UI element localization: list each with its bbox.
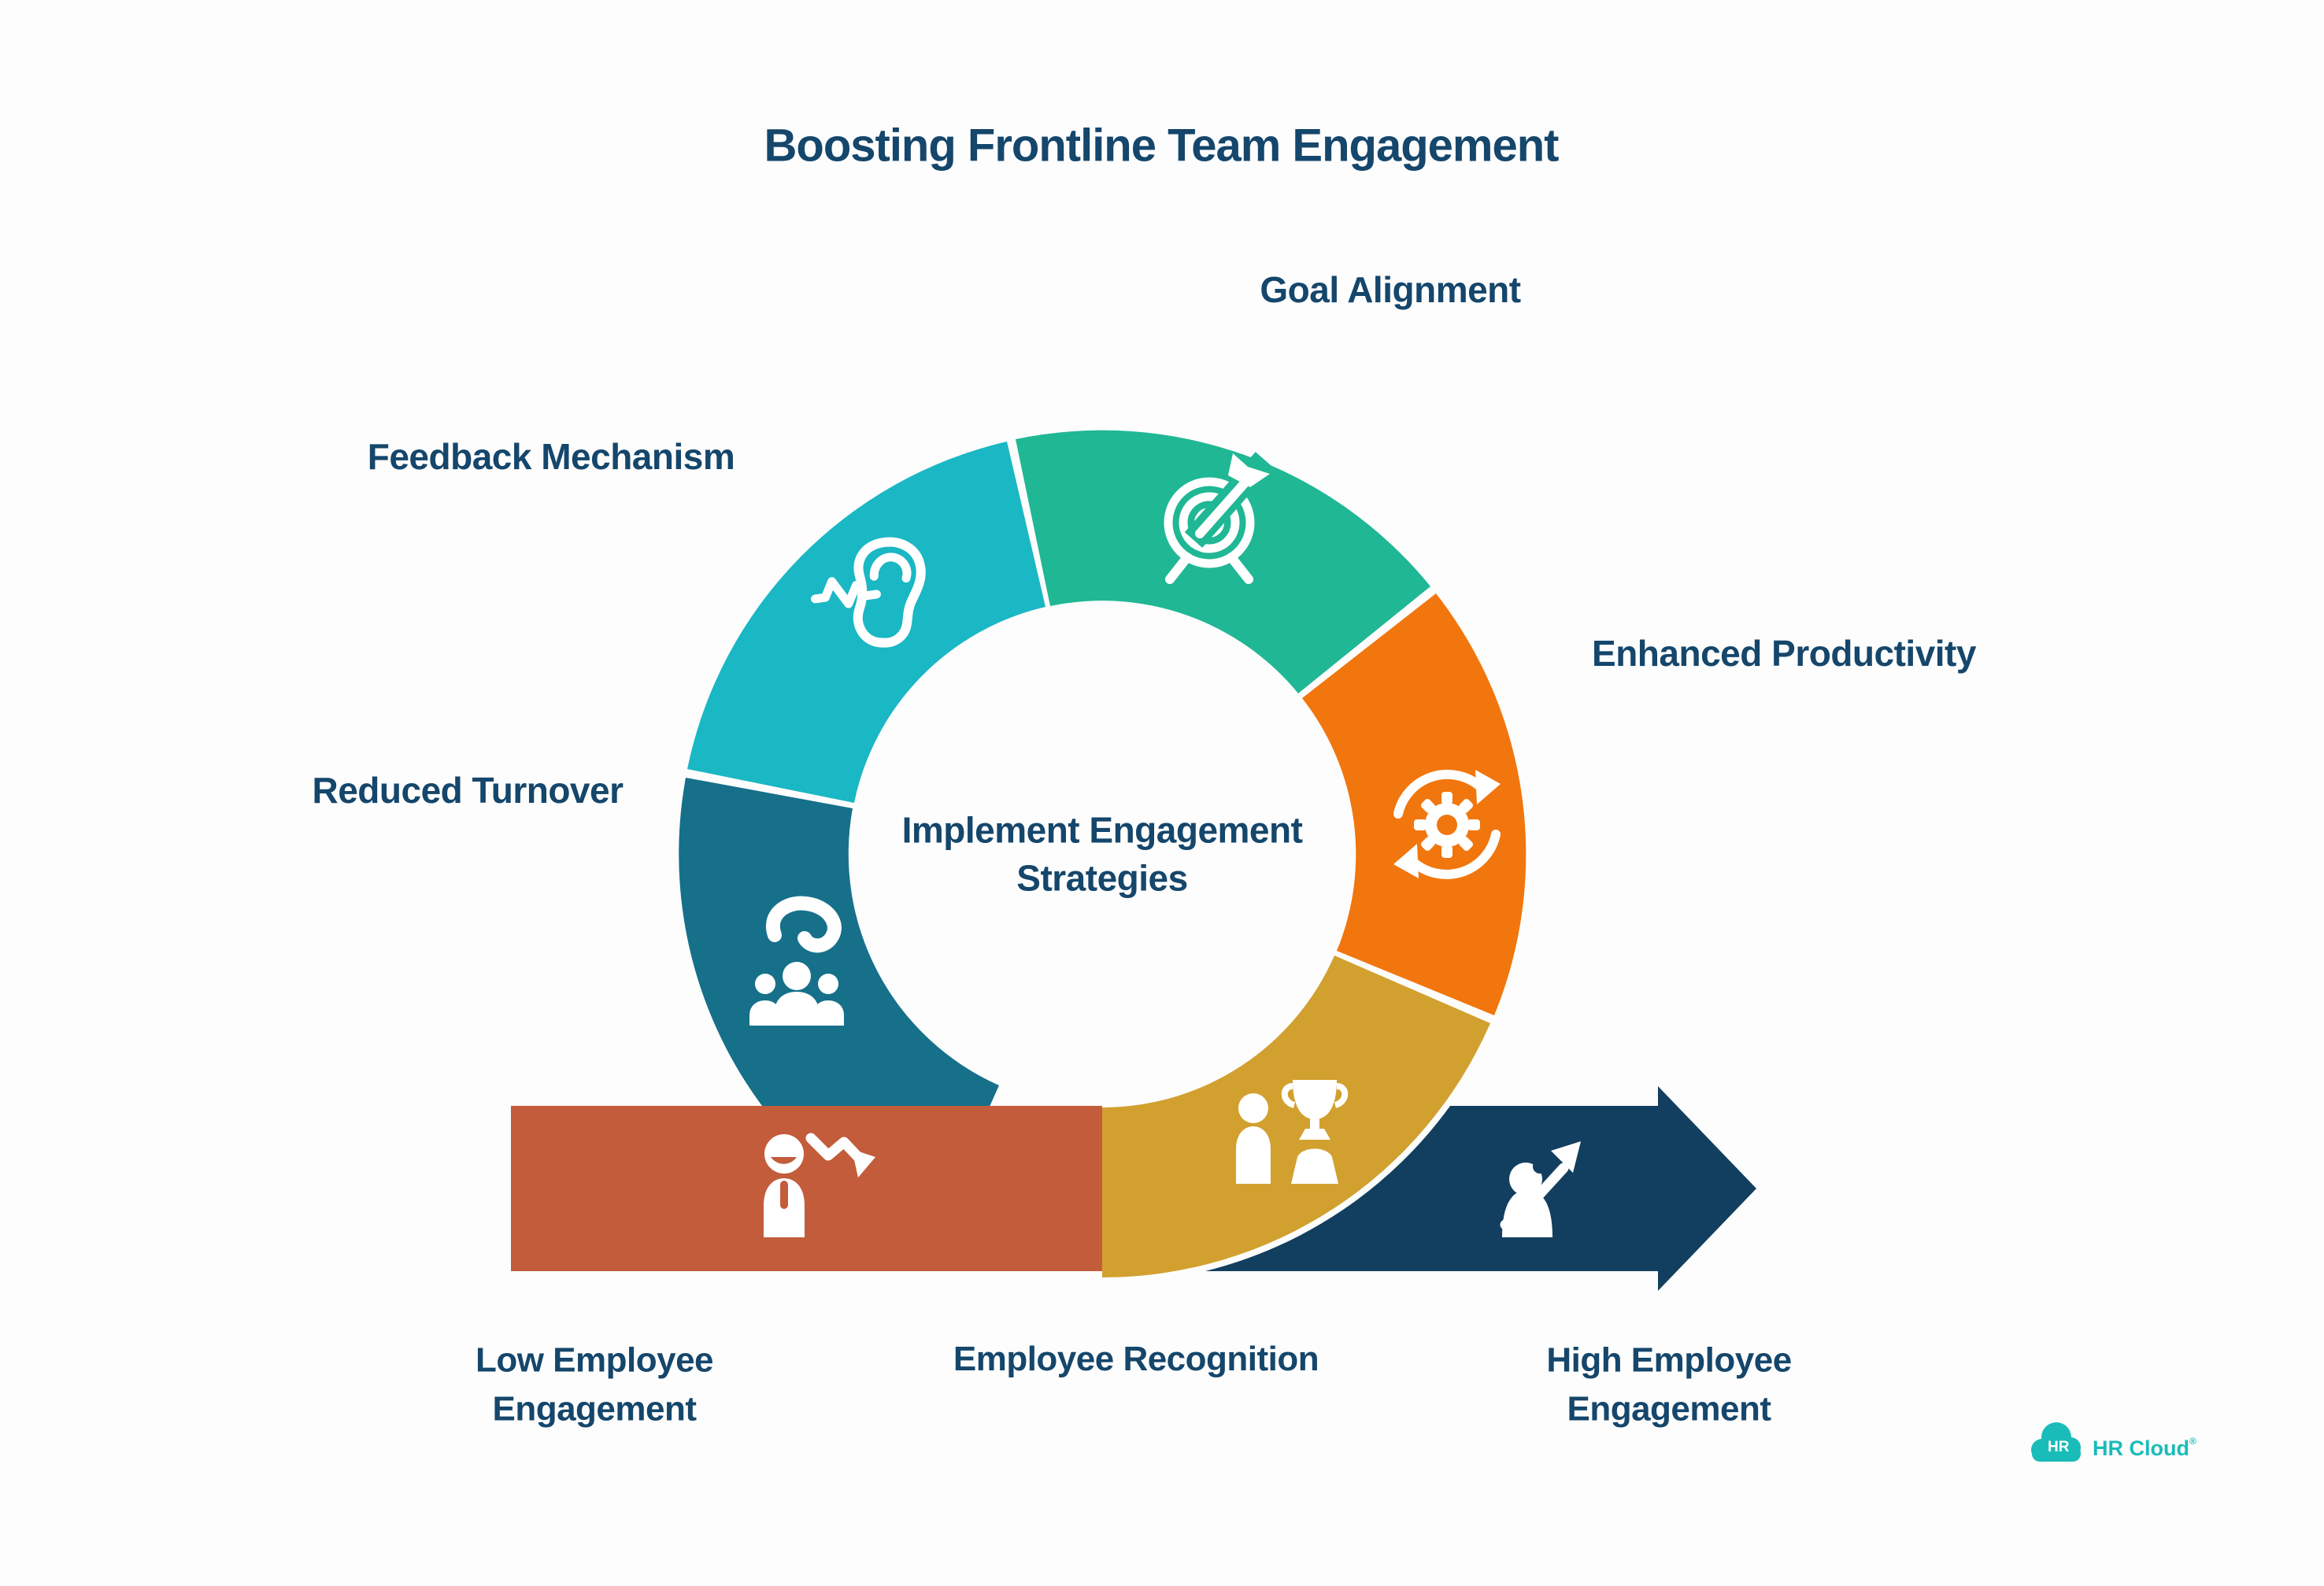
high-engagement-arrow-shape	[1205, 1086, 1756, 1291]
label-feedback-mechanism: Feedback Mechanism	[367, 436, 735, 477]
label-employee-recognition: Employee Recognition	[953, 1339, 1319, 1378]
logo-wordmark: HR Cloud®	[2093, 1436, 2196, 1460]
label-reduced-turnover: Reduced Turnover	[312, 770, 624, 811]
segment-employee-recognition	[1102, 956, 1490, 1277]
segment-feedback-mechanism	[687, 442, 1045, 803]
hr-cloud-logo-icon	[2031, 1422, 2081, 1462]
target-arrow-icon	[1164, 452, 1274, 584]
people-question-icon	[749, 896, 844, 1026]
page-title: Boosting Frontline Team Engagement	[764, 120, 1560, 172]
person-trophy-icon	[1236, 1080, 1349, 1184]
segment-enhanced-productivity	[1302, 593, 1527, 1015]
label-enhanced-productivity: Enhanced Productivity	[1592, 633, 1976, 674]
label-low-employee-engagement: Low Employee Engagement	[475, 1340, 714, 1429]
listening-ear-icon	[811, 537, 926, 648]
label-goal-alignment: Goal Alignment	[1260, 269, 1521, 310]
gear-sync-icon	[1393, 769, 1501, 879]
person-declining-arrow-icon	[764, 1133, 875, 1237]
registered-mark: ®	[2189, 1436, 2196, 1447]
low-engagement-bar-shape	[511, 1106, 1102, 1271]
person-rising-arrow-icon	[1500, 1141, 1581, 1237]
label-center-strategy: Implement Engagement Strategies	[901, 809, 1303, 898]
label-high-employee-engagement: High Employee Engagement	[1546, 1340, 1792, 1429]
logo-monogram: HR	[2048, 1439, 2070, 1455]
